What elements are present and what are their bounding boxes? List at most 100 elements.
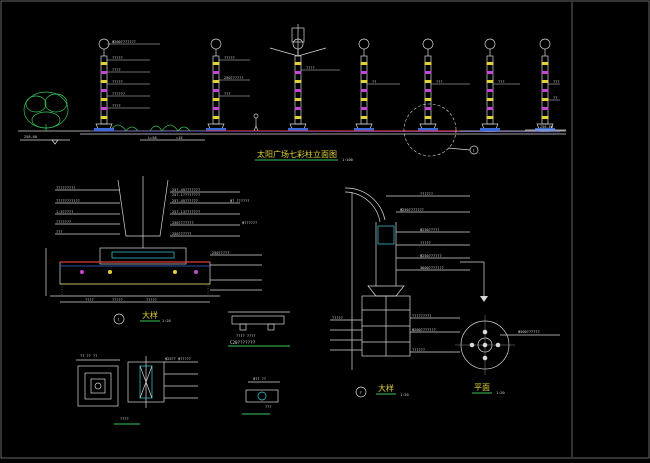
detail-2-label: 3600??????? [420,266,444,270]
feature-mast [269,24,327,57]
column-5 [418,38,438,132]
elevation-label: ?? [372,80,376,84]
detail-column-2: 2 大样 1:20 [330,187,488,398]
callout-bubble [469,145,479,155]
detail-1-label: ??????? [56,220,71,224]
footing-plan-detail: ?? ?? ?? ???? [76,354,140,425]
detail-1-label: ????????? [56,186,75,190]
elevation-leader: ?????? [107,92,150,97]
dim-slope: =15 [176,136,183,140]
svg-text:????: ???? [85,298,94,302]
column-3 [288,38,308,132]
elevation-label: ?????? [112,92,125,96]
detail-2-label: ?????? [420,192,433,196]
pipe-title: ??? [265,405,272,409]
detail-1-label: 257.45?????? [172,199,198,203]
detail-1-label: 257.13??????? [172,210,200,214]
elevation-leader: ??? [219,92,250,97]
elevation-leader: ф200??????? [107,40,160,45]
detail-1-scale: 1:20 [162,319,171,323]
svg-text:ф500??????: ф500?????? [518,330,540,334]
column-1 [94,38,114,132]
plan-title: 平面 [474,383,490,392]
elevation-label: ???? [306,66,315,70]
footing-title: ???? [120,417,129,421]
detail-1-label: ф?????? [242,221,257,225]
elevation-label: ????? [224,56,235,60]
detail-1-label: 256??????? [172,221,194,225]
column-7 [535,38,555,132]
detail-section-1: ???? ????? ????? 1 大样 1:20 [45,176,262,325]
elevation-leader: ??? [431,80,470,85]
elevation-label: ???? [112,68,121,72]
elevation-leader: ???? [301,66,340,71]
tree-symbol [23,91,69,131]
elevation-leader: 250?????? [219,76,250,81]
elevation-leader: ?? [367,80,400,85]
svg-text:?????: ????? [146,298,157,302]
detail-callout-circle [403,103,457,157]
detail-1-number: 1 [118,318,120,322]
person-symbol [253,113,259,132]
detail-2-label: ????????? [412,314,431,318]
detail-2-label: ?????? [412,348,425,352]
elevation-mark-left: 256.60 [24,135,37,139]
detail-1-label: 1:3????? [56,210,73,214]
detail-2-label: ф250?????? [420,254,442,258]
detail-2-scale: 1:20 [400,393,409,397]
detail-1-label: 257.1???????? [172,193,200,197]
elevation-view: 1 256.60 L=58 =15 256.60 太阳广场七彩柱立面图 1:10… [18,24,566,162]
detail-1-label: ??? [56,230,63,234]
detail-2-label: ф250??????? [400,208,424,212]
elevation-label: ????? [112,56,123,60]
shrub-symbol [109,124,139,132]
elevation-label: ф200??????? [112,40,136,44]
elevation-title: 太阳广场七彩柱立面图 [257,149,337,159]
elevation-label: 250?????? [224,76,243,80]
elevation-label: ??? [224,92,231,96]
detail-1-title: 大样 [142,310,158,320]
detail-1-label: 257.45??????? [172,188,200,192]
svg-text:ф?? ??: ф?? ?? [253,377,266,381]
detail-2-title: 大样 [378,383,394,393]
detail-2-label: ф200??????? [412,328,436,332]
detail-2-bubble [355,386,367,398]
elevation-leader: ????? [107,56,150,61]
elevation-leader: ??? [548,80,560,85]
plate-detail-title: C20??????? [230,340,256,345]
elevation-mark-right: 256.60 [540,125,553,129]
shrub-symbol [149,124,191,132]
detail-2-label: ф250????? [420,228,439,232]
elevation-label: ??? [553,80,560,84]
elevation-label: ?? [553,96,557,100]
detail-2-label: ????? [332,316,343,320]
elevation-leader: ?? [548,96,560,101]
elevation-leader: ????? [219,56,250,61]
detail-1-label: 256?????? [172,232,191,236]
elevation-label: ??? [498,80,505,84]
svg-text:???? ????: ???? ???? [236,334,255,338]
detail-1-bubble [113,313,125,325]
dim-length: L=58 [148,136,157,140]
detail-2-number: 2 [360,391,362,395]
svg-text:?????: ????? [112,298,123,302]
elevation-leader: ??? [493,80,520,85]
column-2 [206,38,226,132]
pipe-section-detail: ф?? ?? ??? [242,377,280,415]
detail-1-label: ф7 ?????? [230,199,249,203]
elevation-leader: ???? [107,68,150,73]
elevation-leader: ???? [107,104,150,109]
elevation-scale: 1:100 [342,158,353,162]
detail-1-label: 250????? [212,251,229,255]
plan-scale: 1:20 [496,391,505,395]
plan-view: ф500?????? 平面 1:20 [455,315,560,395]
detail-2-label: ????? [420,241,431,245]
elevation-leader: ????? [107,80,150,85]
elevation-label: ???? [112,104,121,108]
detail-1-label: ??????????? [56,199,80,203]
plate-detail: ???? ???? C20??????? [228,311,290,347]
svg-text:?? ?? ??: ?? ?? ?? [80,354,97,358]
